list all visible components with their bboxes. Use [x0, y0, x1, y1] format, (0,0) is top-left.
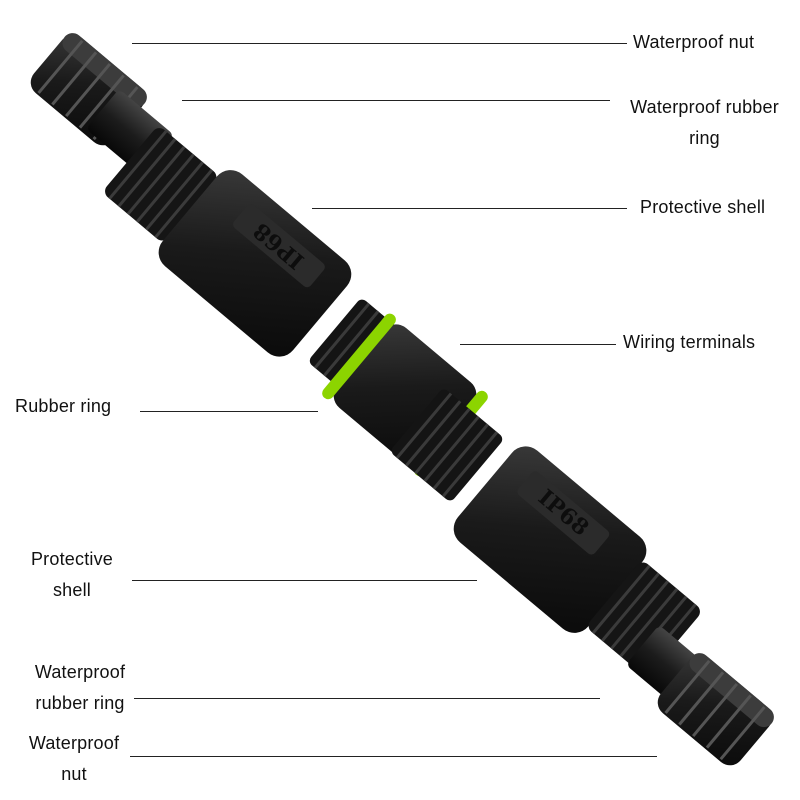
label-right-protective-shell: Protective shell — [640, 192, 765, 223]
label-left-rubber-ring-line1: Waterproof — [20, 657, 140, 688]
label-right-rubber-ring-line2: ring — [612, 123, 797, 154]
label-wiring-terminals: Wiring terminals — [623, 327, 755, 358]
leader-line-rubber-ring — [140, 411, 318, 412]
label-left-nut-line2: nut — [14, 759, 134, 790]
leader-line-wiring-terminals — [460, 344, 616, 345]
label-left-shell-line1: Protective — [12, 544, 132, 575]
label-left-protective-shell: Protective shell — [12, 544, 132, 606]
label-left-waterproof-nut: Waterproof nut — [14, 728, 134, 790]
leader-line-left-rubber-ring — [134, 698, 600, 699]
label-left-waterproof-rubber-ring: Waterproof rubber ring — [20, 657, 140, 719]
leader-line-right-shell — [312, 208, 627, 209]
label-left-nut-line1: Waterproof — [14, 728, 134, 759]
label-right-rubber-ring-line1: Waterproof rubber — [612, 92, 797, 123]
leader-line-left-nut — [130, 756, 657, 757]
leader-line-right-nut — [132, 43, 627, 44]
label-right-waterproof-rubber-ring: Waterproof rubber ring — [612, 92, 797, 154]
label-left-rubber-ring-line2: rubber ring — [20, 688, 140, 719]
label-rubber-ring: Rubber ring — [15, 391, 111, 422]
label-left-shell-line2: shell — [12, 575, 132, 606]
leader-line-right-rubber-ring — [182, 100, 610, 101]
leader-line-left-shell — [132, 580, 477, 581]
label-right-waterproof-nut: Waterproof nut — [633, 27, 754, 58]
